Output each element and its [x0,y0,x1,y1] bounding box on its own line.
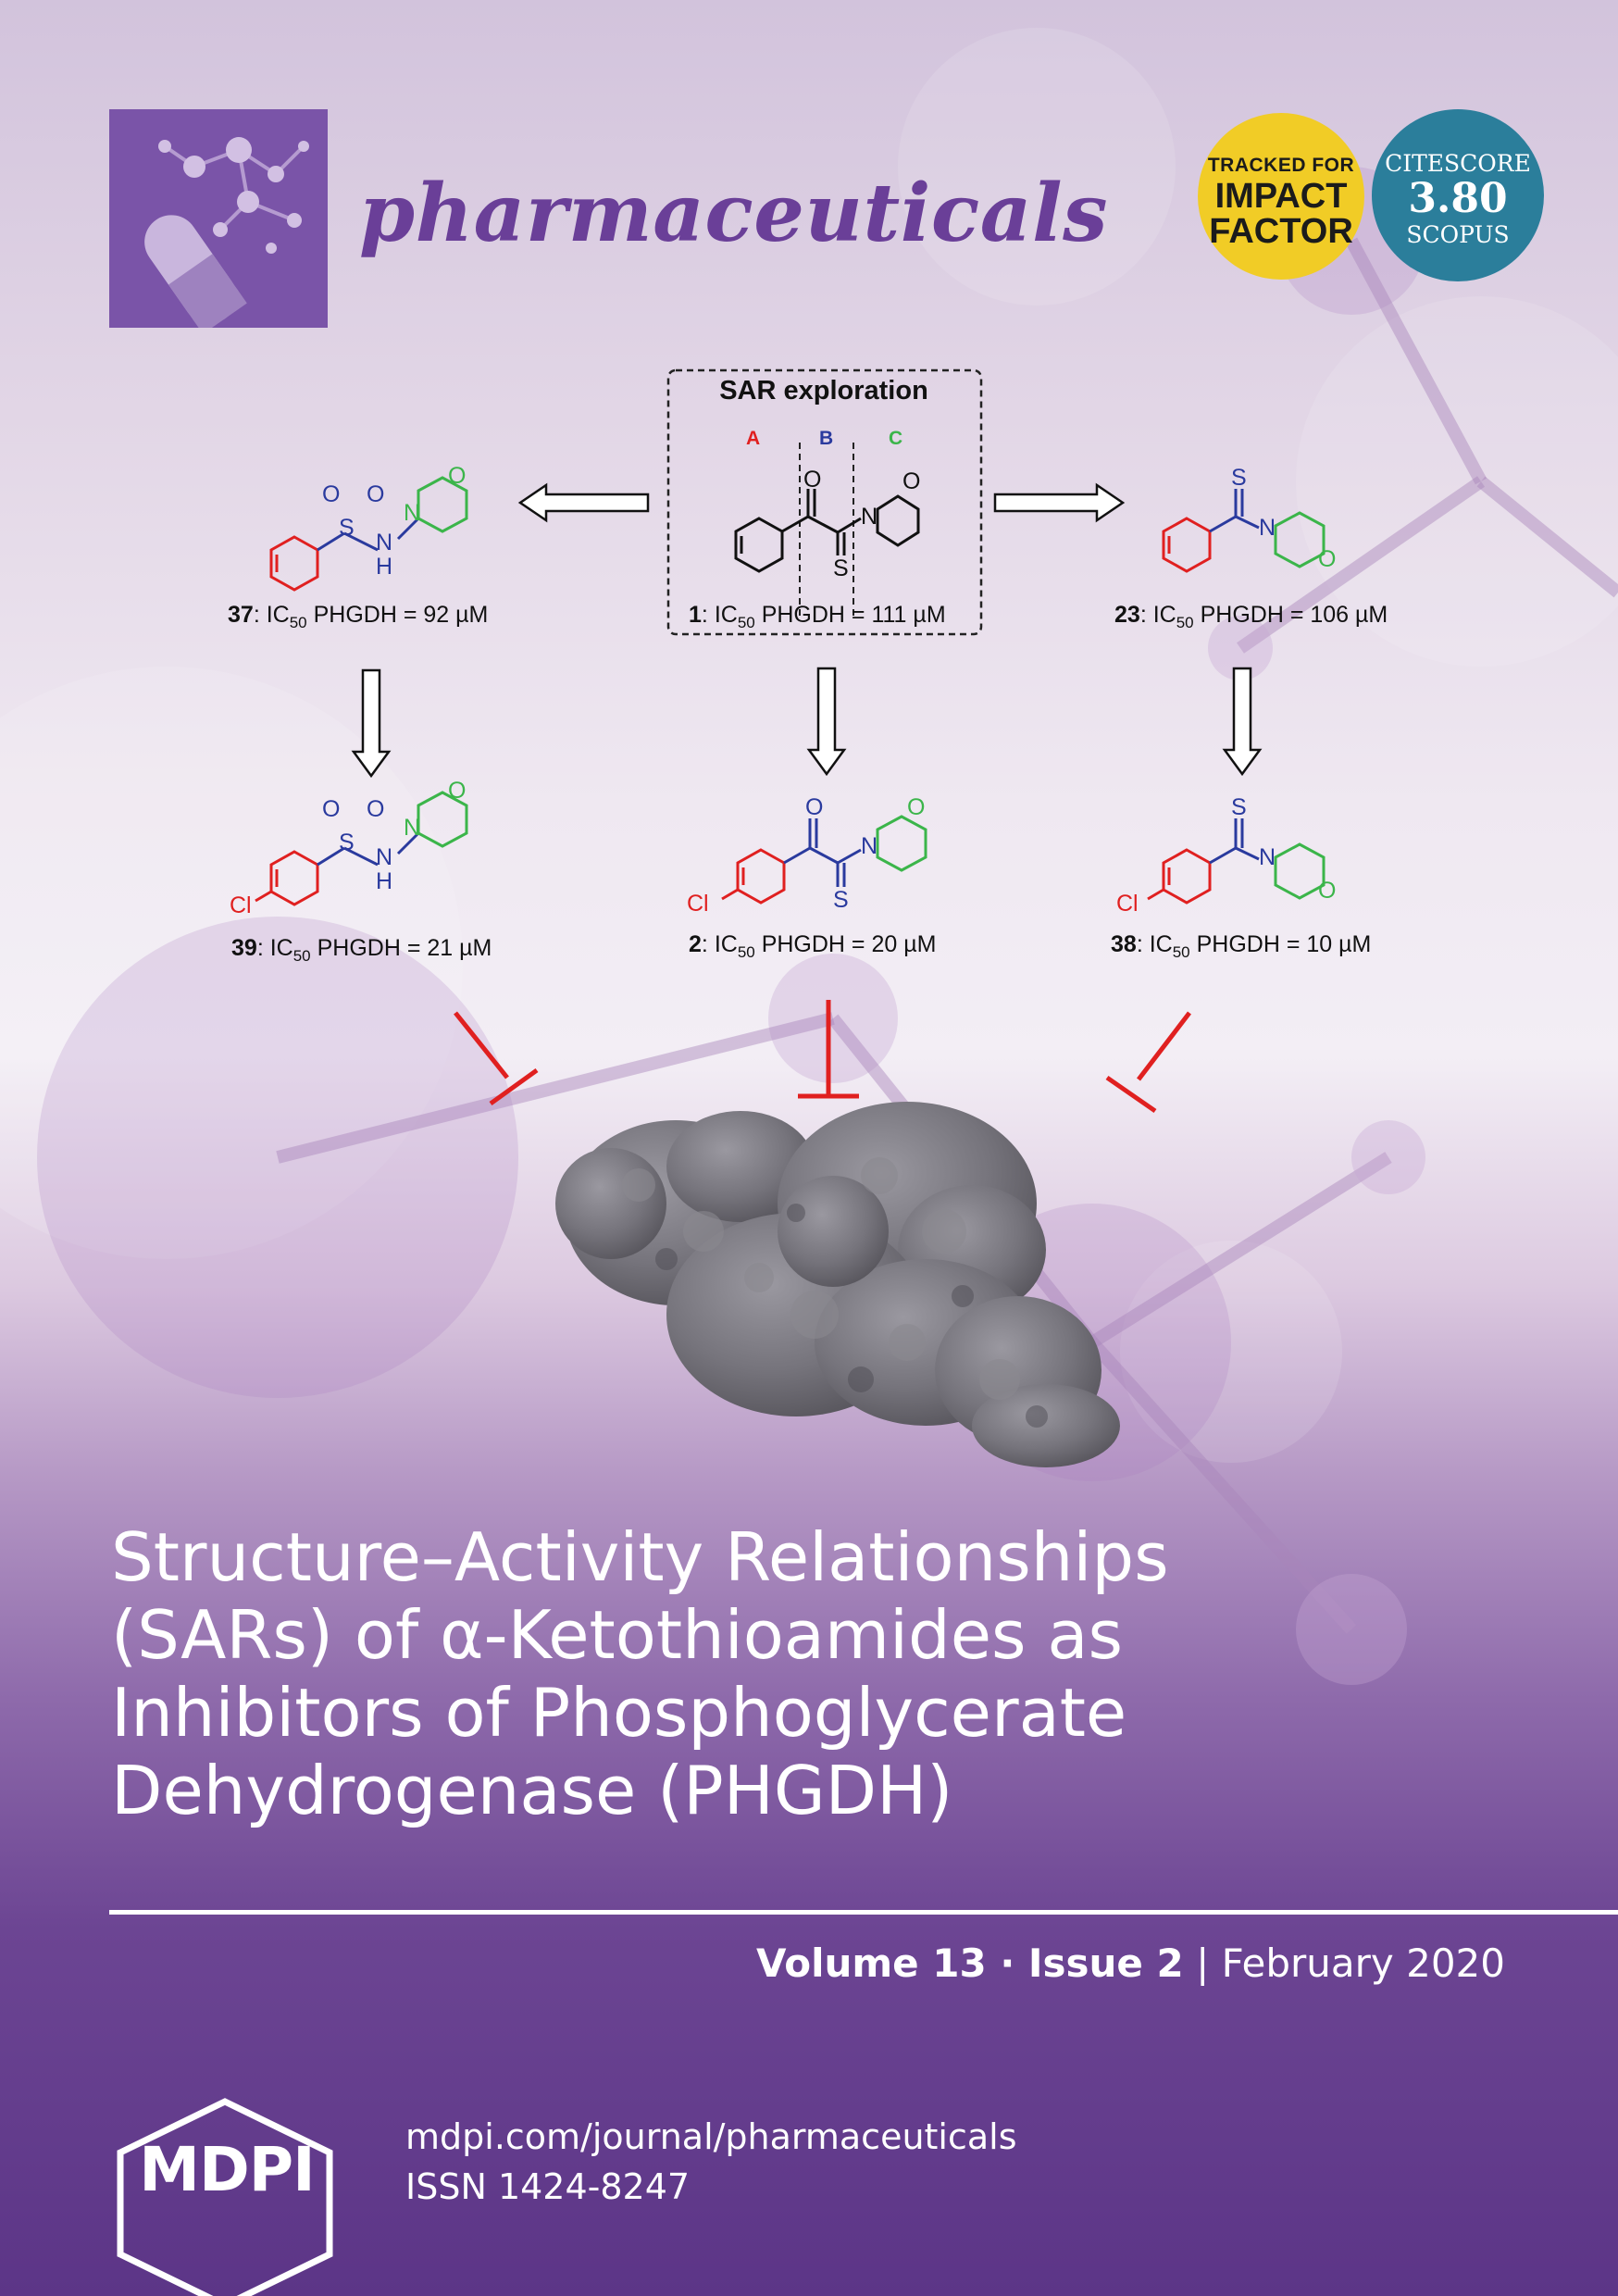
atom-label: N [404,815,421,841]
sar-box [666,368,983,636]
molecule-pill-logo-icon [144,137,309,334]
region-a-label: A [746,428,761,449]
arrow-down-right [1222,667,1263,777]
citescore-source: SCOPUS [1406,221,1510,248]
impact-badge-line2: IMPACT [1214,177,1348,216]
atom-label: S [339,830,355,855]
atom-label: O [1318,546,1337,572]
atom-label: N [376,530,393,555]
region-c-label: C [889,428,903,449]
atom-label: O [803,467,822,493]
impact-badge-line3: FACTOR [1209,212,1353,251]
sar-title: SAR exploration [719,376,928,406]
protein-surface-image [555,1102,1120,1467]
atom-label: S [833,887,849,913]
atom-label: N [861,504,878,530]
issue-date: February 2020 [1221,1940,1505,1986]
impact-factor-badge: TRACKED FOR IMPACT FACTOR [1198,113,1364,280]
atom-label: S [339,515,355,541]
reaction-arrows [351,482,1263,779]
compound-37-structure [269,476,468,592]
region-b-label: B [819,428,834,449]
arrow-down-left [351,668,392,779]
atom-label: O [1318,878,1337,904]
atom-label: O [448,463,467,489]
journal-url[interactable]: mdpi.com/journal/pharmaceuticals [405,2116,1017,2157]
atom-label: O [805,794,824,820]
atom-label: O [448,778,467,804]
article-title-line: Dehydrogenase (PHGDH) [111,1752,953,1829]
compound-39-caption: 39: IC50 PHGDH = 21 µM [231,935,492,965]
atom-label: O [907,794,926,820]
atom-label: O [367,481,385,507]
atom-label: H [376,868,393,894]
citescore-badge: CITESCORE 3.80 SCOPUS [1372,109,1544,281]
compound-38-structure [1147,818,1326,905]
atom-label: N [1259,844,1276,870]
journal-logo [109,109,328,334]
compound-37-caption: 37: IC50 PHGDH = 92 µM [228,602,489,631]
article-title-line: Inhibitors of Phosphoglycerate [111,1674,1127,1752]
atom-label: Cl [1116,891,1139,917]
mdpi-hexagon-icon [117,2098,333,2296]
citescore-label: CITESCORE [1385,150,1531,177]
atom-label: Cl [230,892,252,918]
atom-label: N [376,844,393,870]
compound-2-structure [721,815,927,905]
compound-23-caption: 23: IC50 PHGDH = 106 µM [1114,602,1388,631]
arrow-down-center [806,667,847,777]
issn: ISSN 1424-8247 [405,2166,691,2207]
title-divider [109,1910,1618,1915]
atom-label: Cl [687,891,709,917]
compound-39-structure [255,791,468,906]
atom-label: N [404,500,421,526]
atom-label: N [861,833,878,859]
atom-label: O [902,468,921,494]
arrow-left [517,482,650,523]
atom-label: O [367,796,385,822]
article-title-line: Structure–Activity Relationships [111,1518,1169,1596]
impact-badge-line1: TRACKED FOR [1207,155,1355,176]
atom-label: S [1231,794,1247,820]
atom-label: S [1231,465,1247,491]
sar-scheme-diagram [255,368,1326,1114]
arrow-right [993,482,1126,523]
citescore-value: 3.80 [1408,175,1508,222]
atom-label: S [833,555,849,581]
atom-label: H [376,554,393,580]
atom-label: O [322,481,341,507]
article-title-line: (SARs) of α-Ketothioamides as [111,1596,1124,1674]
atom-label: N [1259,515,1276,541]
compound-23-structure [1162,489,1326,573]
compound-2-caption: 2: IC50 PHGDH = 20 µM [689,931,937,961]
compound-38-caption: 38: IC50 PHGDH = 10 µM [1111,931,1372,961]
volume-issue: Volume 13 · Issue 2 [756,1940,1184,1986]
issue-separator: | [1196,1940,1210,1986]
inhibition-symbols [454,1000,1191,1114]
compound-1-caption: 1: IC50 PHGDH = 111 µM [689,602,946,631]
compound-1-structure [734,489,920,573]
article-title: Structure–Activity Relationships (SARs) … [111,1518,1500,1829]
atom-label: O [322,796,341,822]
publisher-logo-text: MDPI [139,2134,315,2205]
issue-info: Volume 13 · Issue 2 | February 2020 [756,1940,1505,1986]
journal-name: pharmaceuticals [359,167,1109,260]
